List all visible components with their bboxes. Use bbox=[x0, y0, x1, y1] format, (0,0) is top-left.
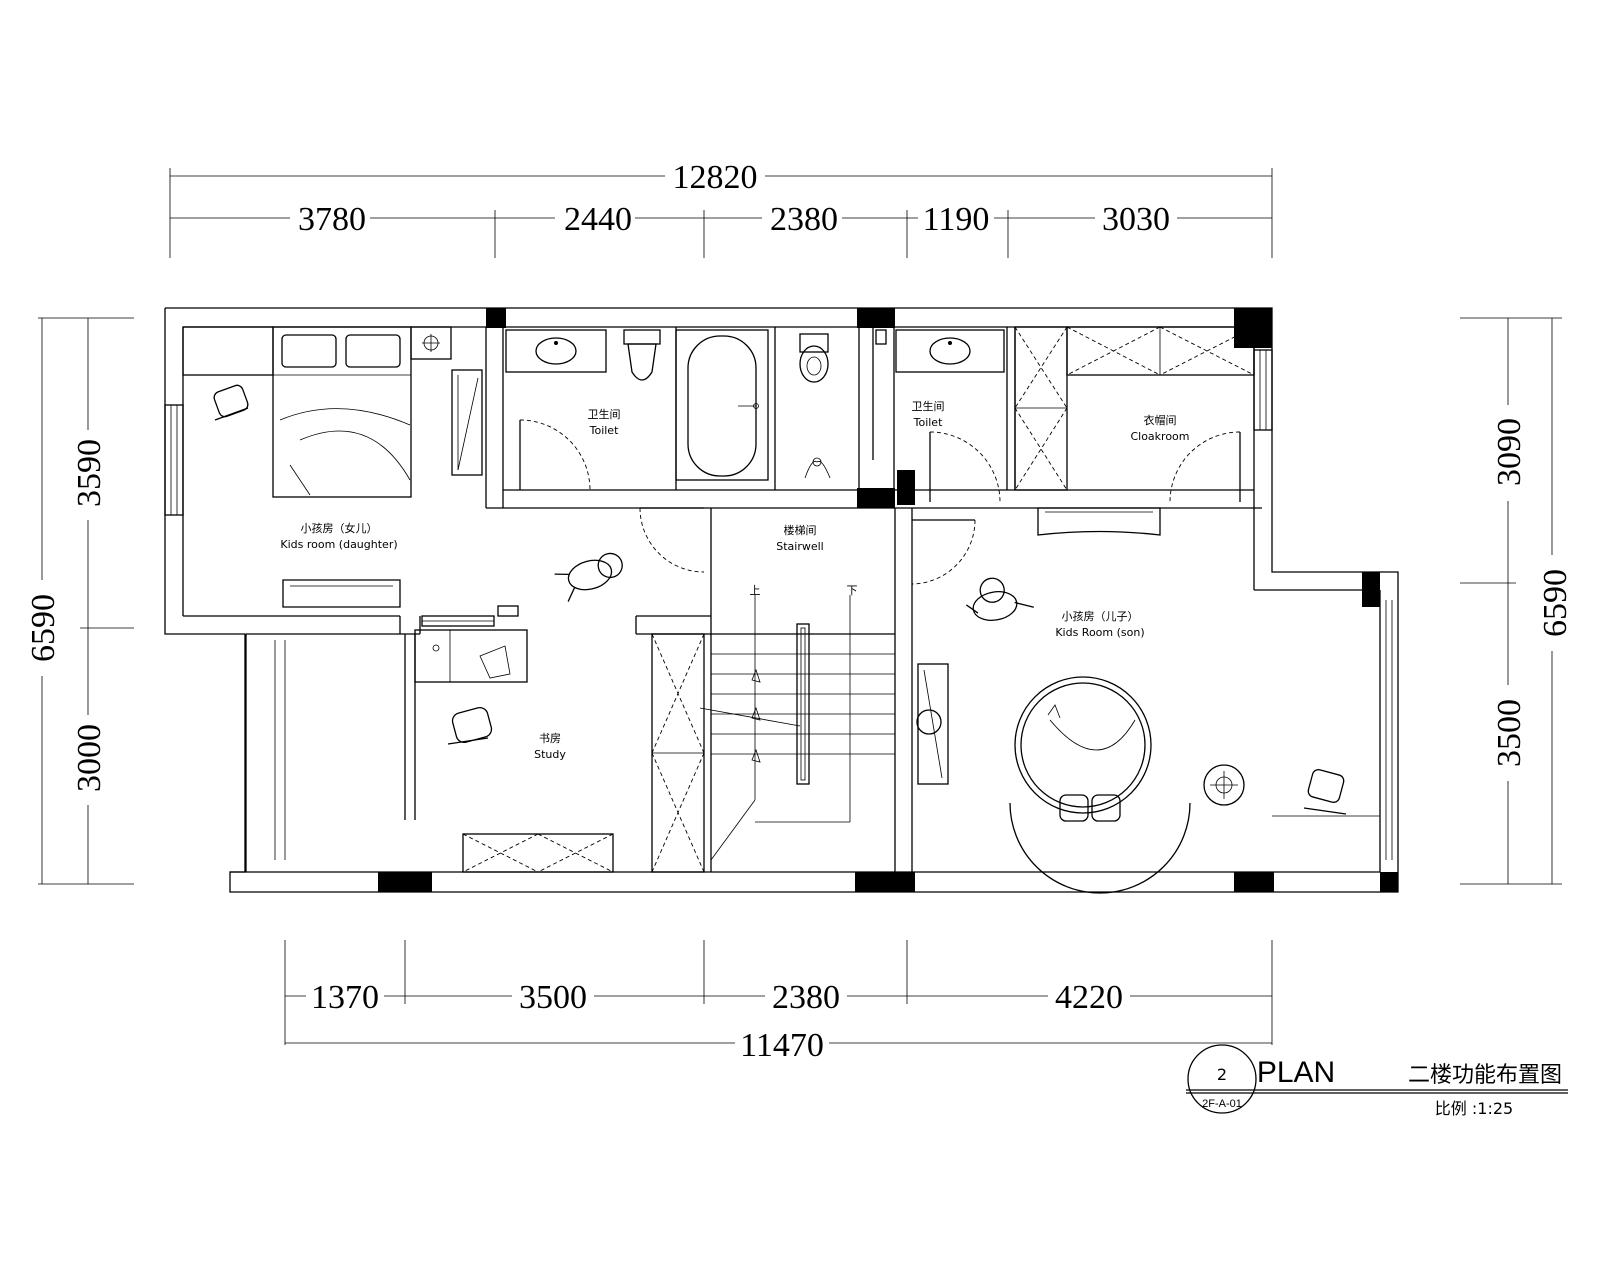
dim-bottom-total: 11470 bbox=[740, 1027, 824, 1064]
stair-up-label: 上 bbox=[750, 584, 761, 597]
dimension-top: 12820 3780 2440 2380 1190 3030 bbox=[169, 150, 1273, 258]
stair-down-label: 下 bbox=[847, 584, 858, 597]
title-scale: 比例 :1:25 bbox=[1435, 1099, 1513, 1118]
dim-top-5: 3030 bbox=[1102, 201, 1170, 238]
stairs bbox=[699, 595, 895, 861]
toilet-b-fixtures bbox=[875, 329, 1005, 503]
dim-top-3: 2380 bbox=[770, 201, 838, 238]
dim-bottom-2: 3500 bbox=[519, 979, 587, 1016]
dim-left-total: 6590 bbox=[25, 594, 62, 662]
toilet-b-cn: 卫生间 bbox=[912, 399, 945, 413]
kids-son-en: Kids Room (son) bbox=[1055, 626, 1144, 639]
study-en: Study bbox=[534, 748, 566, 761]
dim-bottom-4: 4220 bbox=[1055, 979, 1123, 1016]
squat-toilet bbox=[799, 327, 874, 479]
dim-right-2: 3500 bbox=[1491, 699, 1528, 767]
balcony-chair bbox=[1272, 769, 1380, 817]
title-plan-label: PLAN bbox=[1257, 1056, 1335, 1089]
title-block: 2 2F-A-01 PLAN 二楼功能布置图 比例 :1:25 bbox=[1186, 1044, 1568, 1118]
dimension-bottom: 1370 3500 2380 4220 11470 bbox=[284, 940, 1273, 1064]
stairwell-cn: 楼梯间 bbox=[784, 523, 817, 537]
son-room-furniture bbox=[916, 507, 1245, 894]
cloakroom-en: Cloakroom bbox=[1130, 430, 1189, 443]
dim-top-total: 12820 bbox=[673, 159, 758, 196]
dim-top-1: 3780 bbox=[298, 201, 366, 238]
cloakroom-fixtures bbox=[1014, 326, 1255, 503]
dim-left-1: 3590 bbox=[71, 439, 108, 507]
toilet-a-en: Toilet bbox=[589, 424, 619, 437]
title-drawing-name: 二楼功能布置图 bbox=[1408, 1063, 1562, 1088]
hallway-doors bbox=[554, 507, 1034, 621]
toilet-a-cn: 卫生间 bbox=[588, 407, 621, 421]
toilet-b-en: Toilet bbox=[913, 416, 943, 429]
dim-top-4: 1190 bbox=[923, 201, 990, 238]
daughter-room-furniture bbox=[182, 326, 483, 608]
stairwell-en: Stairwell bbox=[776, 540, 824, 553]
dimension-right: 3090 3500 6590 bbox=[1460, 317, 1574, 885]
dim-left-2: 3000 bbox=[71, 724, 108, 792]
dim-top-2: 2440 bbox=[564, 201, 632, 238]
kids-daughter-cn: 小孩房（女儿） bbox=[301, 521, 378, 535]
title-sheet-code: 2F-A-01 bbox=[1202, 1098, 1242, 1110]
kids-son-cn: 小孩房（儿子） bbox=[1062, 610, 1139, 623]
study-furniture bbox=[274, 605, 705, 873]
dim-bottom-1: 1370 bbox=[311, 979, 379, 1016]
study-cn: 书房 bbox=[539, 732, 561, 745]
title-number: 2 bbox=[1217, 1065, 1227, 1084]
kids-daughter-en: Kids room (daughter) bbox=[280, 538, 397, 551]
dim-right-1: 3090 bbox=[1491, 418, 1528, 486]
dim-bottom-3: 2380 bbox=[772, 979, 840, 1016]
cloakroom-cn: 衣帽间 bbox=[1144, 413, 1177, 427]
toilet-a-fixtures bbox=[505, 327, 769, 491]
walls bbox=[164, 307, 1399, 893]
dim-right-total: 6590 bbox=[1537, 569, 1574, 637]
dimension-left: 6590 3590 3000 bbox=[24, 317, 134, 885]
